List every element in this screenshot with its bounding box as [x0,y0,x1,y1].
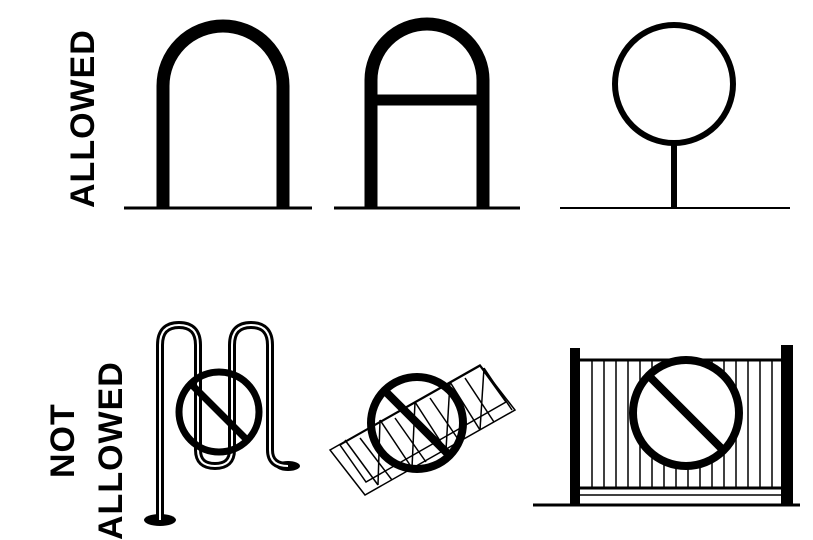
prohibition-icon [371,377,463,469]
post-and-ring-rack-icon [560,25,790,208]
inverted-u-crossbar-rack-icon [334,24,520,208]
wave-rack-icon [144,325,300,526]
prohibition-icon [179,372,259,452]
prohibition-icon [633,360,739,466]
inverted-u-rack-icon [124,26,312,208]
